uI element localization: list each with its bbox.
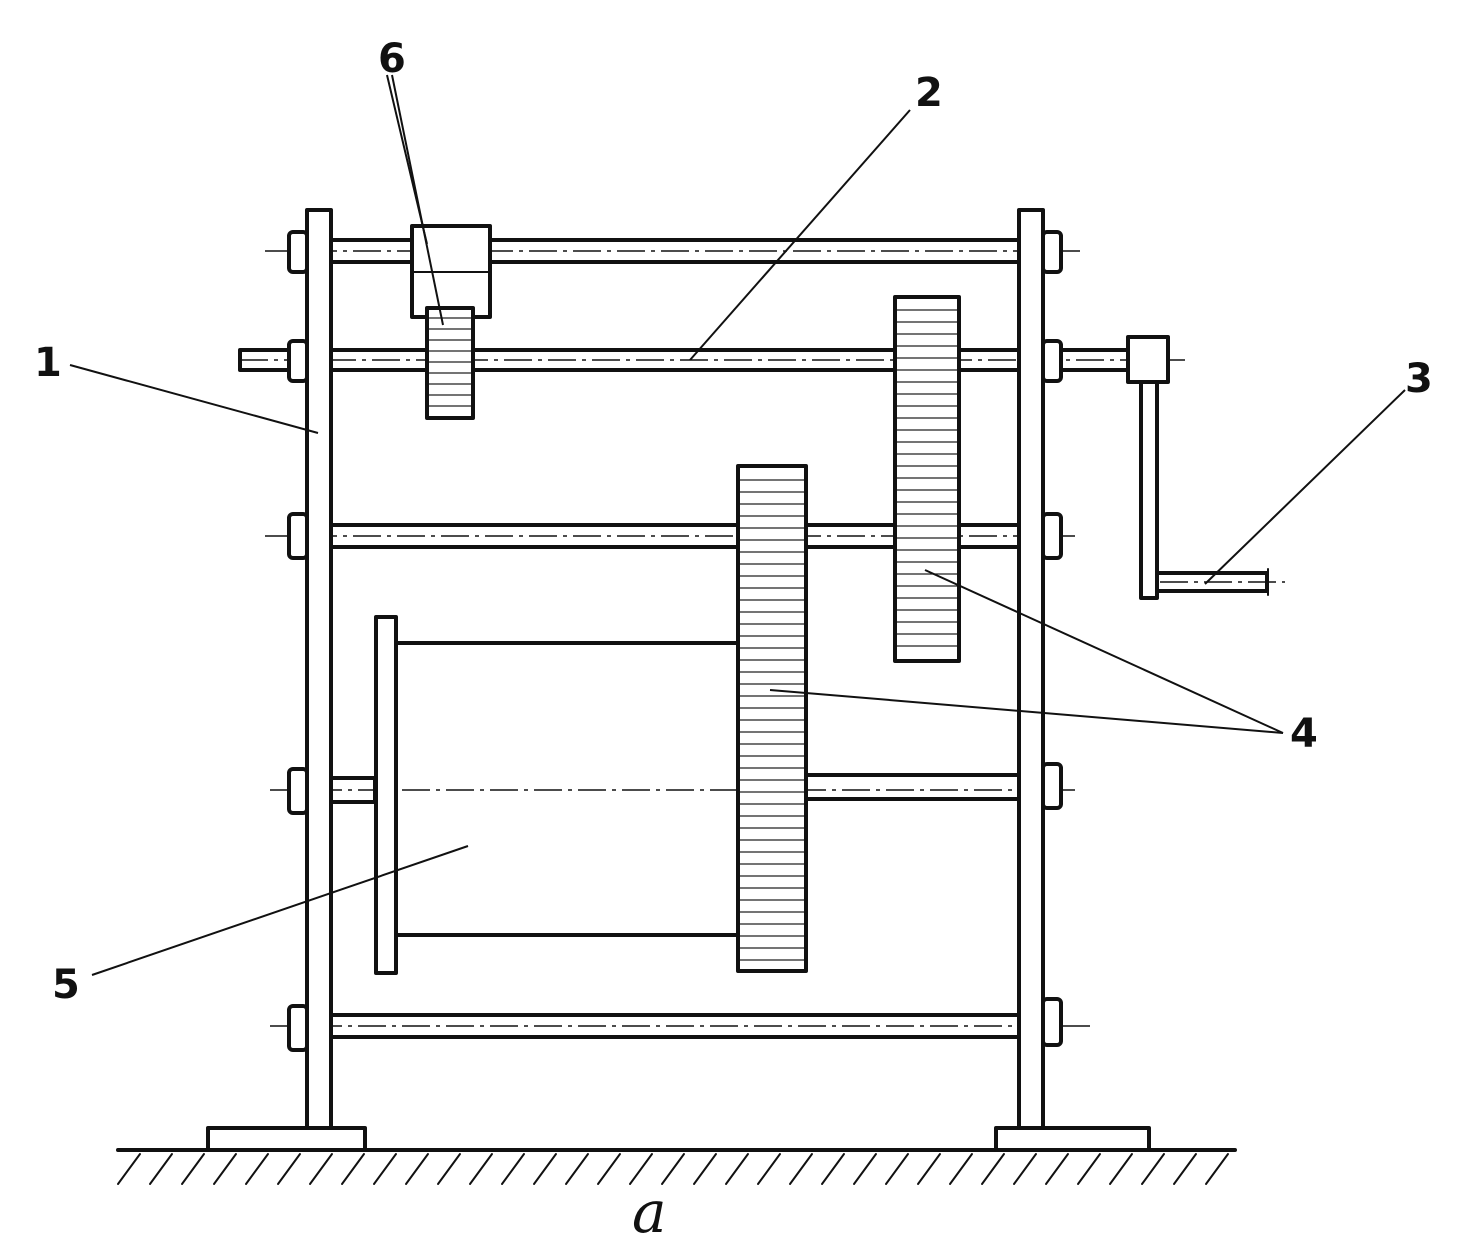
drum-shaft (270, 773, 1075, 804)
leader-lines (69, 74, 1406, 976)
ground (116, 1148, 1237, 1185)
callout-gears: 4 (1290, 711, 1318, 757)
callout-crank-handle: 3 (1405, 356, 1433, 402)
callout-upper-shaft: 2 (915, 70, 943, 116)
left-foot (206, 1126, 367, 1152)
pinion-teeth (429, 317, 471, 407)
crank-handle (1126, 335, 1285, 600)
bottom-tie-rod (270, 1013, 1095, 1039)
nuts (287, 230, 1063, 1052)
upper-gear (893, 295, 961, 663)
top-tie-rod (265, 238, 1080, 264)
drum (374, 615, 740, 975)
pinion-assembly (410, 224, 492, 420)
lower-gear (736, 464, 808, 973)
callout-frame: 1 (34, 340, 62, 386)
frame (305, 208, 1045, 1130)
right-foot (994, 1126, 1151, 1152)
upper-shaft (238, 348, 1185, 372)
figure-caption: a (632, 1178, 667, 1246)
callout-drum: 5 (52, 962, 80, 1008)
callout-pinion: 6 (378, 36, 406, 82)
